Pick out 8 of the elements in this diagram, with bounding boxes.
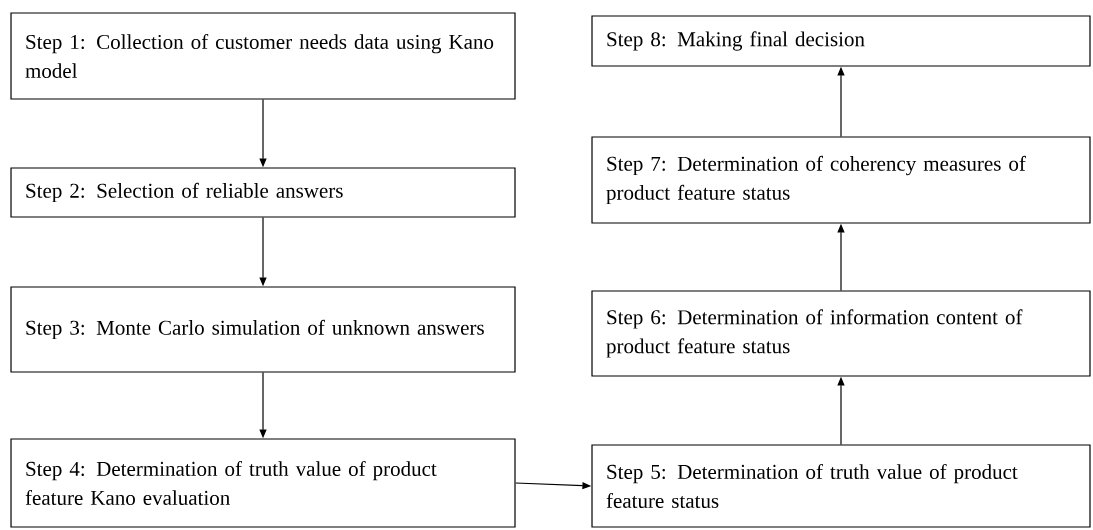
step-box: Step 8: Making final decision xyxy=(591,15,1091,67)
step-box: Step 4: Determination of truth value of product feature Kano evaluation xyxy=(10,438,516,528)
step-box: Step 1: Collection of customer needs data using Kano model xyxy=(10,12,516,100)
step-box: Step 6: Determination of information content of product feature status xyxy=(591,290,1091,377)
step-box: Step 2: Selection of reliable answers xyxy=(10,167,516,218)
step-box: Step 3: Monte Carlo simulation of unknown answers xyxy=(10,286,516,373)
step-box: Step 7: Determination of coherency measures of product feature status xyxy=(591,136,1091,224)
step-box: Step 5: Determination of truth value of product feature status xyxy=(591,444,1091,528)
